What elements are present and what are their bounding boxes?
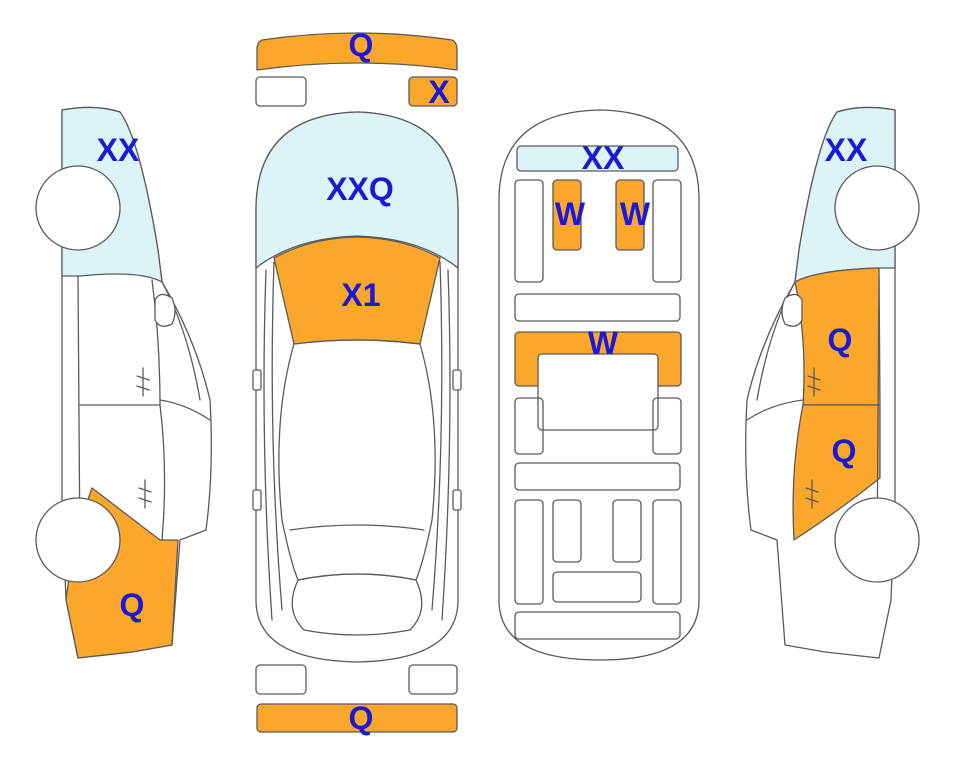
front-right-light[interactable] [408,76,458,107]
left-inner-line [271,261,283,611]
rear-seat-left-code: W [555,196,586,232]
front-left-light[interactable] [255,76,307,107]
left-front-wheel[interactable] [35,497,121,583]
right-window-line [746,399,804,421]
left-mirror-top[interactable] [252,369,262,391]
left-a-pillar [161,281,201,401]
floor-bottom-bar [514,611,681,640]
floor-center-panel[interactable] [537,353,659,431]
left-rear-door-edge [151,279,161,406]
left-window-line [159,399,211,421]
roof-rear-glass[interactable] [516,145,679,172]
right-front-door-code: Q [828,322,853,358]
hood-code: X1 [341,277,380,313]
left-rear-handle-icon [136,367,150,397]
right-front-handle-icon [807,367,821,397]
right-side-line [441,269,451,621]
left-rear-glass-code: XX [97,132,140,168]
floor-small-bar [552,571,642,603]
left-rear-wheel[interactable] [35,165,121,251]
right-inner-line [431,261,443,611]
right-mirror[interactable] [781,293,803,327]
rear-seat-right[interactable] [615,179,645,251]
right-rear-glass-code: XX [825,132,868,168]
rear-seat-right-code: W [620,196,651,232]
floor-right-rail-bottom [652,499,682,605]
roof-rear-glass-code: XX [582,140,625,176]
top-view: Q X XXQ X1 Q [252,27,462,736]
left-front-door-edge [159,404,166,541]
floor-middle-code: W [588,325,619,361]
floor-left-rail-bottom [514,499,544,605]
right-a-pillar [756,281,796,401]
front-bumper[interactable] [256,32,458,71]
rear-right-light[interactable] [408,664,458,695]
left-front-handle-icon [138,479,152,509]
left-handle-top[interactable] [252,489,262,511]
right-side-view: XX Q Q [745,106,920,659]
right-rear-wheel[interactable] [834,165,920,251]
windshield[interactable] [255,111,459,269]
left-side-view: XX Q [35,106,212,659]
right-handle-top[interactable] [452,489,462,511]
right-rear-door[interactable] [792,404,881,541]
rear-bumper-code: Q [349,700,374,736]
right-rear-handle-icon [805,479,819,509]
floor-inner-left [552,499,582,563]
left-side-line [263,269,273,621]
right-rear-door-code: Q [832,433,857,469]
floor-left-rail-mid [514,397,544,455]
floor-crossbar-bottom [514,462,681,491]
rear-left-light[interactable] [255,664,307,695]
rear-seat-left[interactable] [552,179,582,251]
trunk-outline [291,573,423,636]
right-front-wheel[interactable] [834,497,920,583]
floor-right-rail-mid [652,397,682,455]
left-front-fender-code: Q [120,587,145,623]
front-bumper-code: Q [349,27,374,63]
windshield-code: XXQ [326,171,394,207]
left-mirror[interactable] [154,293,176,327]
right-mirror-top[interactable] [452,369,462,391]
front-right-light-code: X [428,74,450,110]
floor-crossbar-top [514,293,681,322]
rear-window-line [289,524,425,531]
floor-view: XX W W W [498,109,700,661]
floor-inner-right [612,499,642,563]
floor-right-rail-top [652,179,682,283]
floor-left-rail-top [514,179,544,283]
rear-bumper[interactable] [256,703,458,733]
